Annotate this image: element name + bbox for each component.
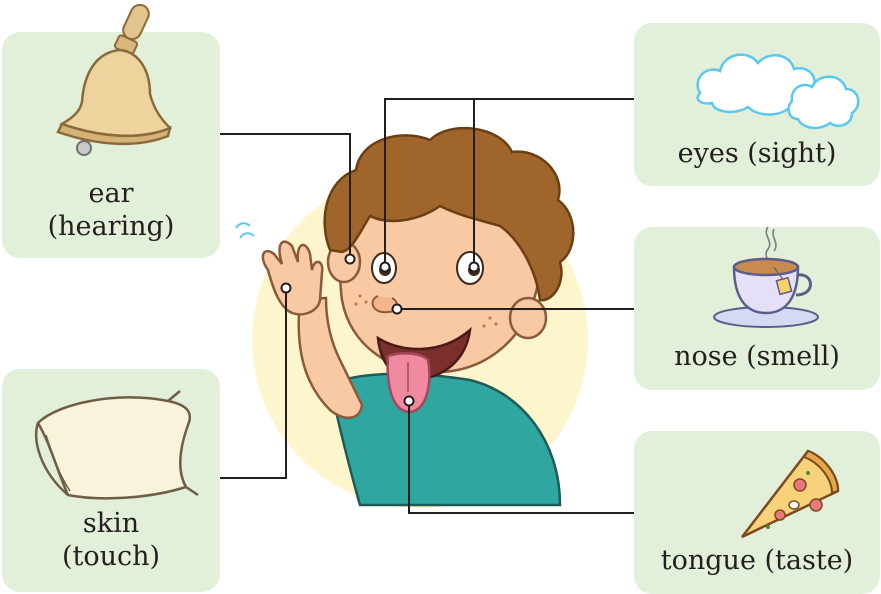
left-eye-connector-dot bbox=[381, 263, 390, 272]
right-eye-connector-dot bbox=[470, 263, 479, 272]
tongue-connector-dot bbox=[405, 397, 414, 406]
ear-connector-dot bbox=[346, 255, 355, 264]
nose-connector-dot bbox=[393, 305, 402, 314]
skin-connector-dot bbox=[282, 284, 291, 293]
